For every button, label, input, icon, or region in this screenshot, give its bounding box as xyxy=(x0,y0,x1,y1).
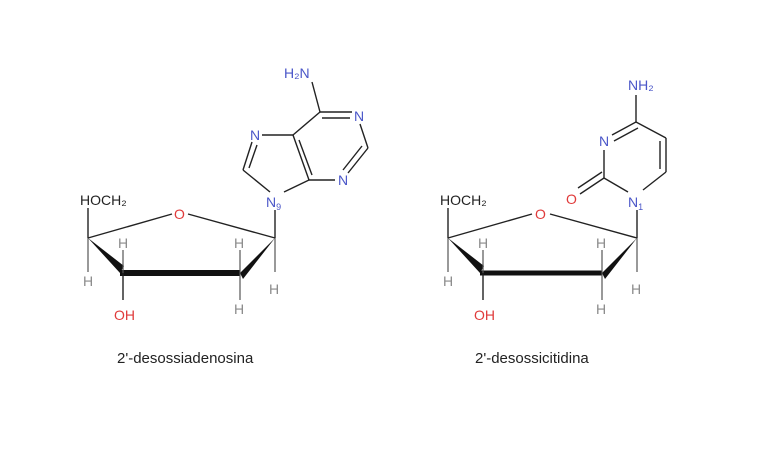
h-label: H xyxy=(83,273,93,289)
amino-label: NH₂ xyxy=(628,77,654,93)
amino-label: H₂N xyxy=(284,65,310,81)
h-label: H xyxy=(596,301,606,317)
ring-oxygen-label: O xyxy=(535,206,546,222)
h-label: H xyxy=(478,235,488,251)
n3-label: N xyxy=(599,133,609,149)
n1-label: N1 xyxy=(628,194,643,212)
hoch2-label: HOCH₂ xyxy=(440,192,487,208)
h-label: H xyxy=(234,235,244,251)
n1-label: N xyxy=(354,108,364,124)
h-label: H xyxy=(631,281,641,297)
carbonyl-oxygen-label: O xyxy=(566,191,577,207)
deoxyadenosine-structure: HOCH₂ O OH H H H H H N9 N N N H₂N xyxy=(80,65,369,323)
hydroxyl-label: OH xyxy=(114,307,135,323)
h-label: H xyxy=(118,235,128,251)
n3-label: N xyxy=(338,172,348,188)
molecule-name-deoxyadenosine: 2'-desossiadenosina xyxy=(117,350,254,367)
hoch2-label: HOCH₂ xyxy=(80,192,127,208)
n7-label: N xyxy=(250,127,260,143)
deoxycytidine-structure: HOCH₂ O OH H H H H H N1 O N NH₂ xyxy=(440,77,667,323)
h-label: H xyxy=(596,235,606,251)
h-label: H xyxy=(269,281,279,297)
ring-oxygen-label: O xyxy=(174,206,185,222)
hydroxyl-label: OH xyxy=(474,307,495,323)
h-label: H xyxy=(234,301,244,317)
molecule-name-deoxycytidine: 2'-desossicitidina xyxy=(475,350,589,367)
h-label: H xyxy=(443,273,453,289)
n9-label: N9 xyxy=(266,194,281,212)
